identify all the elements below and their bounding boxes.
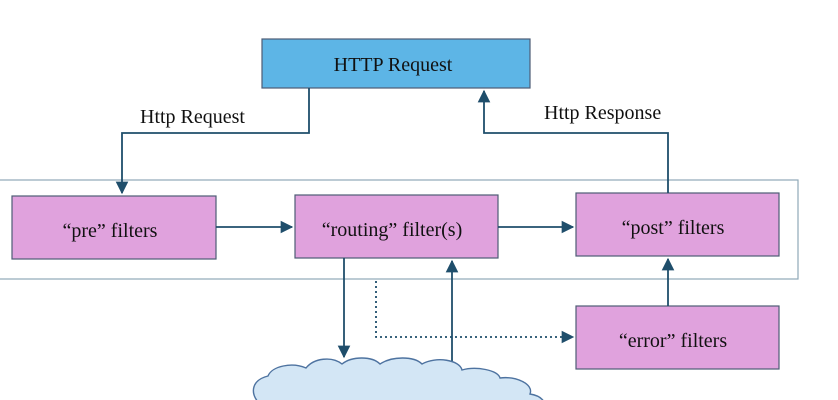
pre-filters-label: “pre” filters bbox=[63, 220, 158, 242]
http-request-box bbox=[261, 38, 531, 89]
routing-to-error-dotted-arrow bbox=[375, 281, 575, 344]
error-filters-label: “error” filters bbox=[619, 330, 727, 352]
pre-filters-box bbox=[11, 195, 217, 260]
routing-filters-label: “routing” filter(s) bbox=[322, 219, 463, 241]
post-filters-node: “post” filters bbox=[575, 192, 780, 257]
error-filters-box bbox=[575, 305, 780, 370]
http-response-edge-label: Http Response bbox=[544, 102, 661, 124]
http-request-box-label: HTTP Request bbox=[334, 54, 453, 76]
request-to-pre-arrow bbox=[115, 88, 310, 195]
routing-filters-box bbox=[294, 194, 499, 259]
post-to-response-arrow bbox=[477, 89, 669, 193]
pre-filters-node: “pre” filters bbox=[11, 195, 217, 260]
http-request-edge-label: Http Request bbox=[140, 106, 245, 128]
origin-cloud-shape bbox=[252, 357, 544, 400]
filter-chain-container bbox=[0, 179, 799, 280]
post-filters-box bbox=[575, 192, 780, 257]
http-request-node: HTTP Request bbox=[261, 38, 531, 89]
routing-filters-node: “routing” filter(s) bbox=[294, 194, 499, 259]
error-filters-node: “error” filters bbox=[575, 305, 780, 370]
post-filters-label: “post” filters bbox=[622, 217, 725, 239]
